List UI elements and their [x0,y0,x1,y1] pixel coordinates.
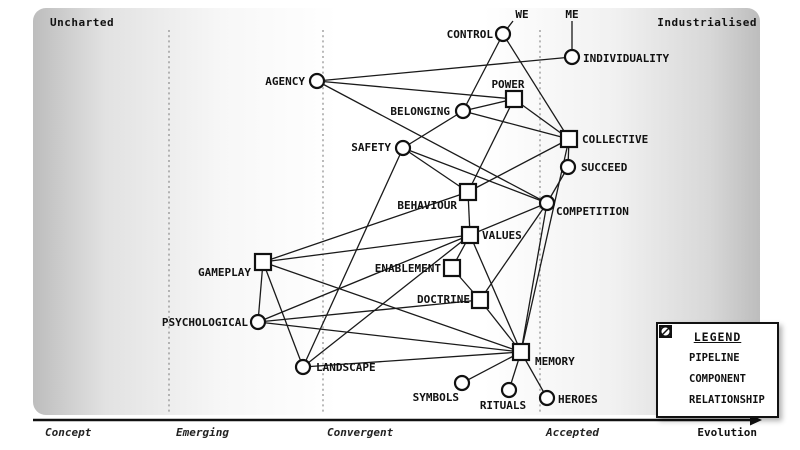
node-labels: CONTROL WE ME INDIVIDUALITY AGENCY POWER BELON… [162,8,670,412]
node-label-memory: MEMORY [535,355,575,368]
node-label-belonging: BELONGING [390,105,450,118]
component-circle-icon [659,325,682,386]
stage-label-convergent: Convergent [327,426,394,439]
node-agency [308,72,326,90]
node-label-competition: COMPETITION [556,205,629,218]
node-succeed [559,158,577,176]
relationship-psychological-doctrine [257,299,481,323]
node-label-collective: COLLECTIVE [582,133,648,146]
node-label-individuality: INDIVIDUALITY [583,52,669,65]
stage-label-emerging: Emerging [176,426,229,439]
node-label-landscape: LANDSCAPE [316,361,376,374]
node-label-rituals: RITUALS [480,399,526,412]
relationship-values-memory [469,234,522,353]
node-memory [511,342,531,362]
relationship-belonging-collective [462,110,570,140]
relationship-agency-individuality [316,56,573,82]
node-label-symbols: SYMBOLS [413,391,459,404]
legend-box: LEGEND PIPELINE COMPONENT RELATIONSHIP [656,322,779,418]
node-rituals [500,381,518,399]
node-heroes [538,389,556,407]
industrialised-label: Industrialised [657,16,757,29]
legend-item-pipeline: PIPELINE [659,325,770,365]
legend-title: LEGEND [693,330,742,344]
relationship-agency-competition [316,80,548,204]
node-label-gameplay: GAMEPLAY [198,266,251,279]
relationship-competition-memory [520,202,548,353]
node-symbols [453,374,471,392]
relationship-gameplay-psychological [257,261,264,323]
relationship-values-competition [469,202,548,236]
node-control [494,25,512,43]
relationship-power-collective [513,98,570,140]
node-power [504,89,524,109]
node-label-safety: SAFETY [351,141,391,154]
relationship-gameplay-memory [262,261,522,353]
legend-item-component: COMPONENT [659,325,770,386]
node-label-agency: AGENCY [265,75,305,88]
relationship-edges [257,20,573,399]
uncharted-label: Uncharted [50,16,114,29]
node-label-control: CONTROL [447,28,494,41]
node-label-succeed: SUCCEED [581,161,628,174]
node-label-doctrine: DOCTRINE [417,293,470,306]
relationship-psychological-values [257,234,471,323]
relationship-belonging-safety [402,110,464,149]
pipeline-square-icon [659,325,682,365]
relationship-psychological-memory [257,321,522,353]
node-label-behaviour: BEHAVIOUR [397,199,457,212]
evolution-axis-label: Evolution [697,426,757,439]
node-label-values: VALUES [482,229,522,242]
relationship-agency-power [316,80,515,100]
node-doctrine [470,290,490,310]
relationship-collective-memory [520,138,570,353]
node-label-me: ME [565,8,578,21]
relationship-line-icon [659,325,682,407]
node-belonging [454,102,472,120]
node-individuality [563,48,581,66]
stage-label-accepted: Accepted [545,426,599,439]
relationship-behaviour-collective [467,138,570,193]
relationship-control-collective [502,33,570,140]
relationship-power-behaviour [467,98,515,193]
legend-item-label: COMPONENT [689,372,746,385]
legend-item-label: PIPELINE [689,351,740,364]
node-label-psychological: PSYCHOLOGICAL [162,316,248,329]
relationship-safety-competition [402,147,548,204]
node-collective [559,129,579,149]
relationship-landscape-values [302,234,471,368]
node-label-we: WE [515,8,528,21]
map-nodes [249,25,581,407]
relationship-doctrine-competition [479,202,548,301]
node-enablement [442,258,462,278]
relationship-safety-landscape [302,147,404,368]
node-label-power: POWER [491,78,524,91]
node-label-enablement: ENABLEMENT [375,262,442,275]
relationship-gameplay-values [262,234,471,263]
node-safety [394,139,412,157]
node-gameplay [253,252,273,272]
legend-item-label: RELATIONSHIP [689,393,765,406]
node-competition [538,194,556,212]
map-canvas [33,8,760,415]
relationship-gameplay-behaviour [262,191,469,263]
node-label-heroes: HEROES [558,393,598,406]
relationship-landscape-memory [302,351,522,368]
relationship-gameplay-landscape [262,261,304,368]
stage-label-concept: Concept [45,426,92,439]
node-values [460,225,480,245]
relationship-memory-symbols [461,351,522,384]
relationship-control-belonging [462,33,504,112]
node-landscape [294,358,312,376]
relationship-safety-behaviour [402,147,469,193]
node-psychological [249,313,267,331]
node-behaviour [458,182,478,202]
legend-item-relationship: RELATIONSHIP [659,325,770,407]
